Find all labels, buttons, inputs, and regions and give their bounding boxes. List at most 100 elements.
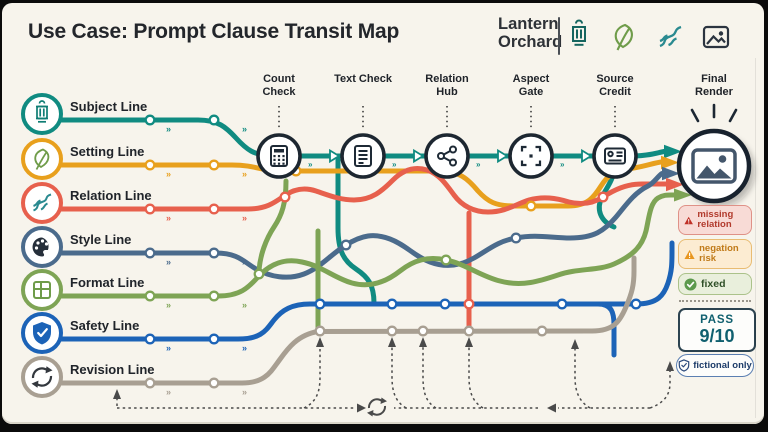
svg-text:»: » — [242, 343, 247, 353]
svg-text:»: » — [166, 213, 171, 223]
line-label-style: Style Line — [70, 232, 132, 247]
grid-icon — [33, 281, 51, 299]
legend-relation — [21, 182, 63, 224]
badge-fixed-label: fixed — [701, 277, 726, 290]
style-line-path — [57, 171, 665, 280]
station-label-aspect-gate: Aspect Gate — [512, 73, 550, 98]
brand-line2: Orchard — [498, 33, 563, 51]
station-label-connectors — [278, 106, 616, 130]
station-label-relation-hub: Relation Hub — [425, 73, 469, 98]
brand-line1: Lantern — [498, 15, 559, 33]
svg-text:»: » — [560, 160, 565, 169]
pass-value: 9/10 — [699, 326, 735, 346]
svg-text:»: » — [242, 213, 247, 223]
station-label-source-credit: Source Credit — [596, 73, 634, 98]
document-icon — [354, 145, 372, 167]
legend-setting — [21, 138, 63, 180]
badge-missing-relation: missing relation — [678, 205, 752, 235]
svg-text:»: » — [476, 160, 481, 169]
line-label-revision: Revision Line — [70, 362, 155, 377]
leaf-icon — [34, 148, 50, 170]
refresh-loop-icon — [367, 397, 387, 417]
station-aspect-gate — [508, 133, 554, 179]
river-icon — [659, 25, 682, 48]
warning-triangle-icon — [684, 249, 695, 259]
svg-text:»: » — [166, 343, 171, 353]
brand-icons — [572, 19, 730, 51]
page-title: Use Case: Prompt Clause Transit Map — [28, 20, 400, 43]
final-render-arrows — [661, 144, 692, 202]
svg-text:»: » — [166, 257, 171, 267]
badge-negation-risk: negation risk — [678, 239, 752, 269]
safety-line-dots — [144, 298, 642, 345]
svg-text:»: » — [166, 124, 171, 134]
palette-icon — [32, 237, 49, 257]
pass-label: PASS — [700, 314, 734, 326]
feedback-loop-path — [116, 345, 671, 409]
id-card-icon — [604, 147, 626, 165]
svg-text:»: » — [166, 300, 171, 310]
station-label-text-check: Text Check — [334, 73, 392, 85]
checkpoint-stations — [256, 133, 638, 179]
lantern-icon — [572, 19, 586, 46]
fictional-only-pill: fictional only — [676, 354, 754, 377]
shield-icon — [33, 322, 51, 345]
shield-check-icon — [678, 359, 690, 372]
legend-subject — [21, 93, 63, 135]
rays-icon — [690, 103, 738, 123]
calculator-icon — [270, 145, 288, 167]
svg-text:»: » — [242, 169, 247, 179]
line-label-safety: Safety Line — [70, 318, 140, 333]
relation-line-path — [57, 165, 669, 336]
sidebar-divider — [679, 300, 751, 302]
panel-edge-line — [755, 58, 756, 418]
line-legend-icons — [21, 93, 63, 398]
svg-text:»: » — [242, 124, 247, 134]
brand-name: Lantern Orchard — [498, 15, 562, 51]
station-text-check — [340, 133, 386, 179]
station-label-final-render: Final Render — [695, 73, 733, 98]
crop-frame-icon — [520, 145, 542, 167]
line-label-format: Format Line — [70, 275, 145, 290]
brand-divider — [558, 17, 560, 55]
svg-text:»: » — [166, 387, 171, 397]
style-line-dots — [144, 232, 522, 259]
share-icon — [437, 145, 457, 167]
badge-fixed: fixed — [678, 273, 752, 295]
revision-line-dots — [144, 325, 548, 389]
svg-text:»: » — [242, 387, 247, 397]
station-source-credit — [592, 133, 638, 179]
warning-triangle-icon — [684, 216, 693, 224]
svg-text:»: » — [392, 160, 397, 169]
relation-line-dots — [144, 191, 609, 310]
feedback-arrowheads — [113, 337, 674, 413]
legend-style — [21, 226, 63, 268]
main-line-open-arrows — [329, 148, 593, 164]
line-label-subject: Subject Line — [70, 99, 148, 114]
svg-text:»: » — [166, 169, 171, 179]
station-count-check — [256, 133, 302, 179]
subject-line-dots — [144, 114, 220, 126]
badge-missing-relation-label: missing relation — [697, 208, 734, 230]
refresh-icon — [31, 366, 53, 388]
final-render-station — [676, 103, 755, 207]
revision-line-path — [57, 255, 637, 386]
svg-text:»: » — [242, 257, 247, 267]
rendered-image-icon — [691, 148, 737, 184]
legend-safety — [21, 312, 63, 354]
image-icon — [702, 25, 730, 49]
fictional-only-label: fictional only — [693, 360, 752, 371]
svg-text:»: » — [242, 300, 247, 310]
station-label-count-check: Count Check — [262, 73, 296, 98]
line-label-setting: Setting Line — [70, 144, 145, 159]
transit-map-canvas: » » » » » » » » » » » » » » » » » » — [21, 19, 755, 417]
legend-revision — [21, 356, 63, 398]
svg-text:»: » — [308, 160, 313, 169]
leaf-icon — [614, 23, 633, 51]
line-label-relation: Relation Line — [70, 188, 152, 203]
badge-negation-risk-label: negation risk — [699, 242, 739, 264]
river-icon — [33, 193, 52, 212]
map-panel: » » » » » » » » » » » » » » » » » » — [2, 3, 764, 424]
format-line-dots — [144, 254, 452, 302]
